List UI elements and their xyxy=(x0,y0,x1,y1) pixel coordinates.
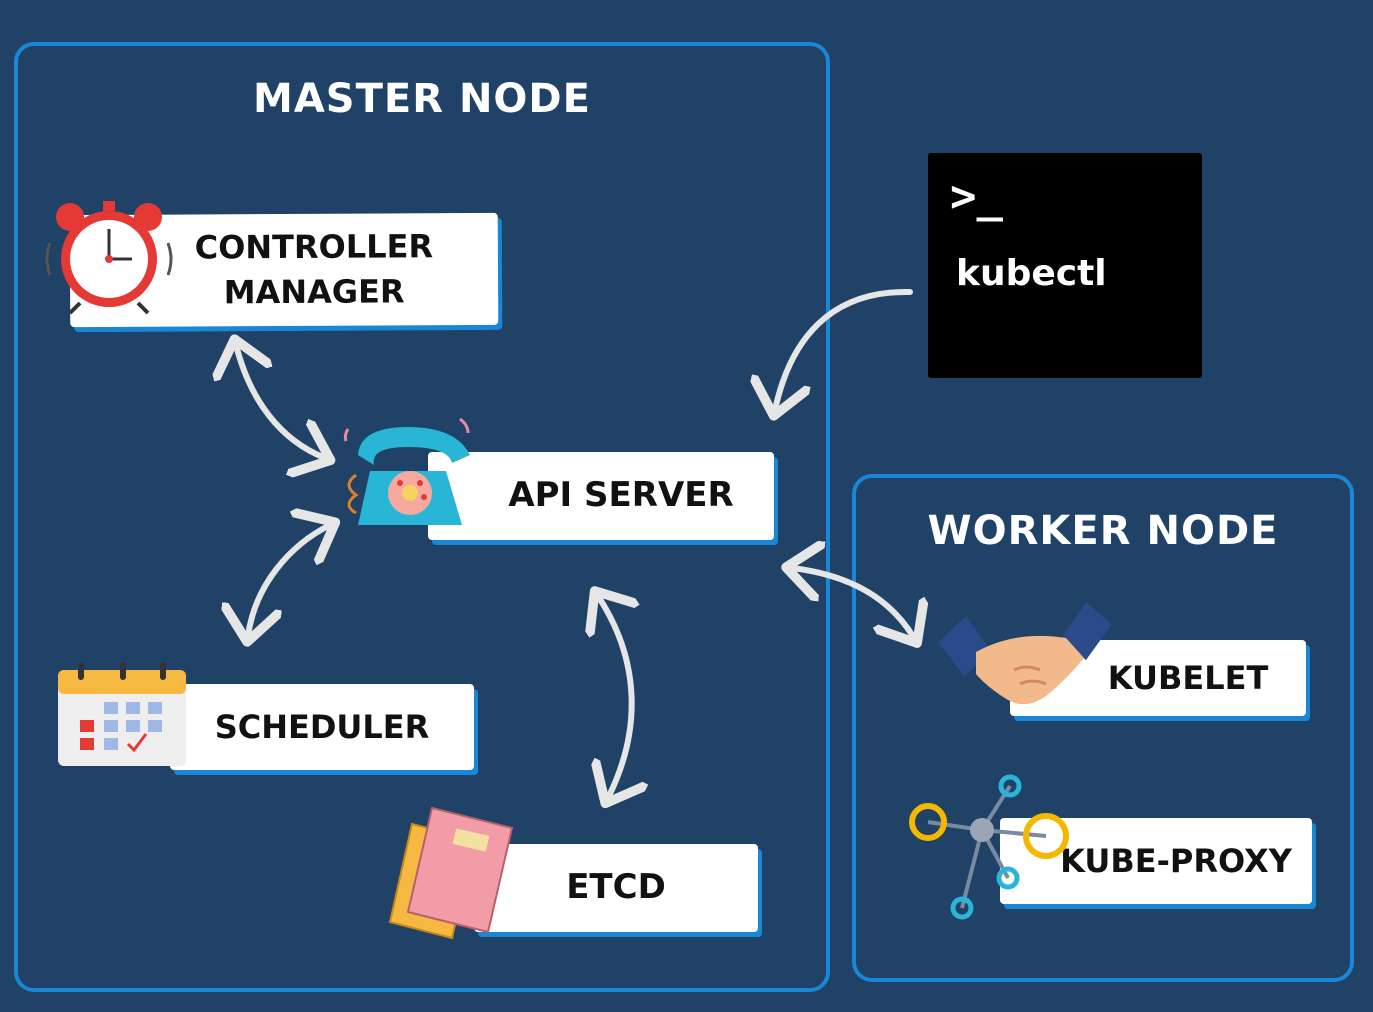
scheduler-card: SCHEDULER xyxy=(170,684,474,770)
arrow-api-kubelet xyxy=(792,568,914,638)
etcd-card: ETCD xyxy=(474,844,758,932)
controller-manager-label-line1: CONTROLLER xyxy=(194,227,434,267)
api-server-label: API SERVER xyxy=(508,475,734,516)
arrow-controller-api xyxy=(236,345,325,458)
api-server-card: API SERVER xyxy=(428,452,774,540)
arrow-kubectl-api xyxy=(775,288,913,410)
arrow-etcd-api xyxy=(598,596,632,798)
kubectl-label: kubectl xyxy=(956,253,1107,294)
kube-proxy-card: KUBE-PROXY xyxy=(1000,818,1312,904)
calendar-icon xyxy=(58,662,186,766)
kube-proxy-label: KUBE-PROXY xyxy=(1060,841,1292,880)
alarm-clock-icon xyxy=(45,201,173,315)
worker-node-box: WORKER NODE xyxy=(852,474,1354,982)
controller-manager-label-line2: MANAGER xyxy=(223,272,405,312)
kubelet-label: KUBELET xyxy=(1107,658,1269,697)
telephone-icon xyxy=(343,417,470,525)
master-node-box: MASTER NODE xyxy=(14,42,830,992)
terminal-icon: >_ xyxy=(950,171,1003,222)
kubectl-terminal: >_ kubectl xyxy=(928,153,1202,378)
worker-node-title: WORKER NODE xyxy=(927,508,1279,554)
scheduler-label: SCHEDULER xyxy=(214,707,430,746)
arrow-scheduler-api xyxy=(248,525,330,636)
network-nodes-icon xyxy=(909,774,1069,920)
notebook-icon xyxy=(388,806,514,940)
etcd-label: ETCD xyxy=(566,867,666,908)
master-node-title: MASTER NODE xyxy=(253,76,591,122)
handshake-icon xyxy=(938,602,1112,705)
